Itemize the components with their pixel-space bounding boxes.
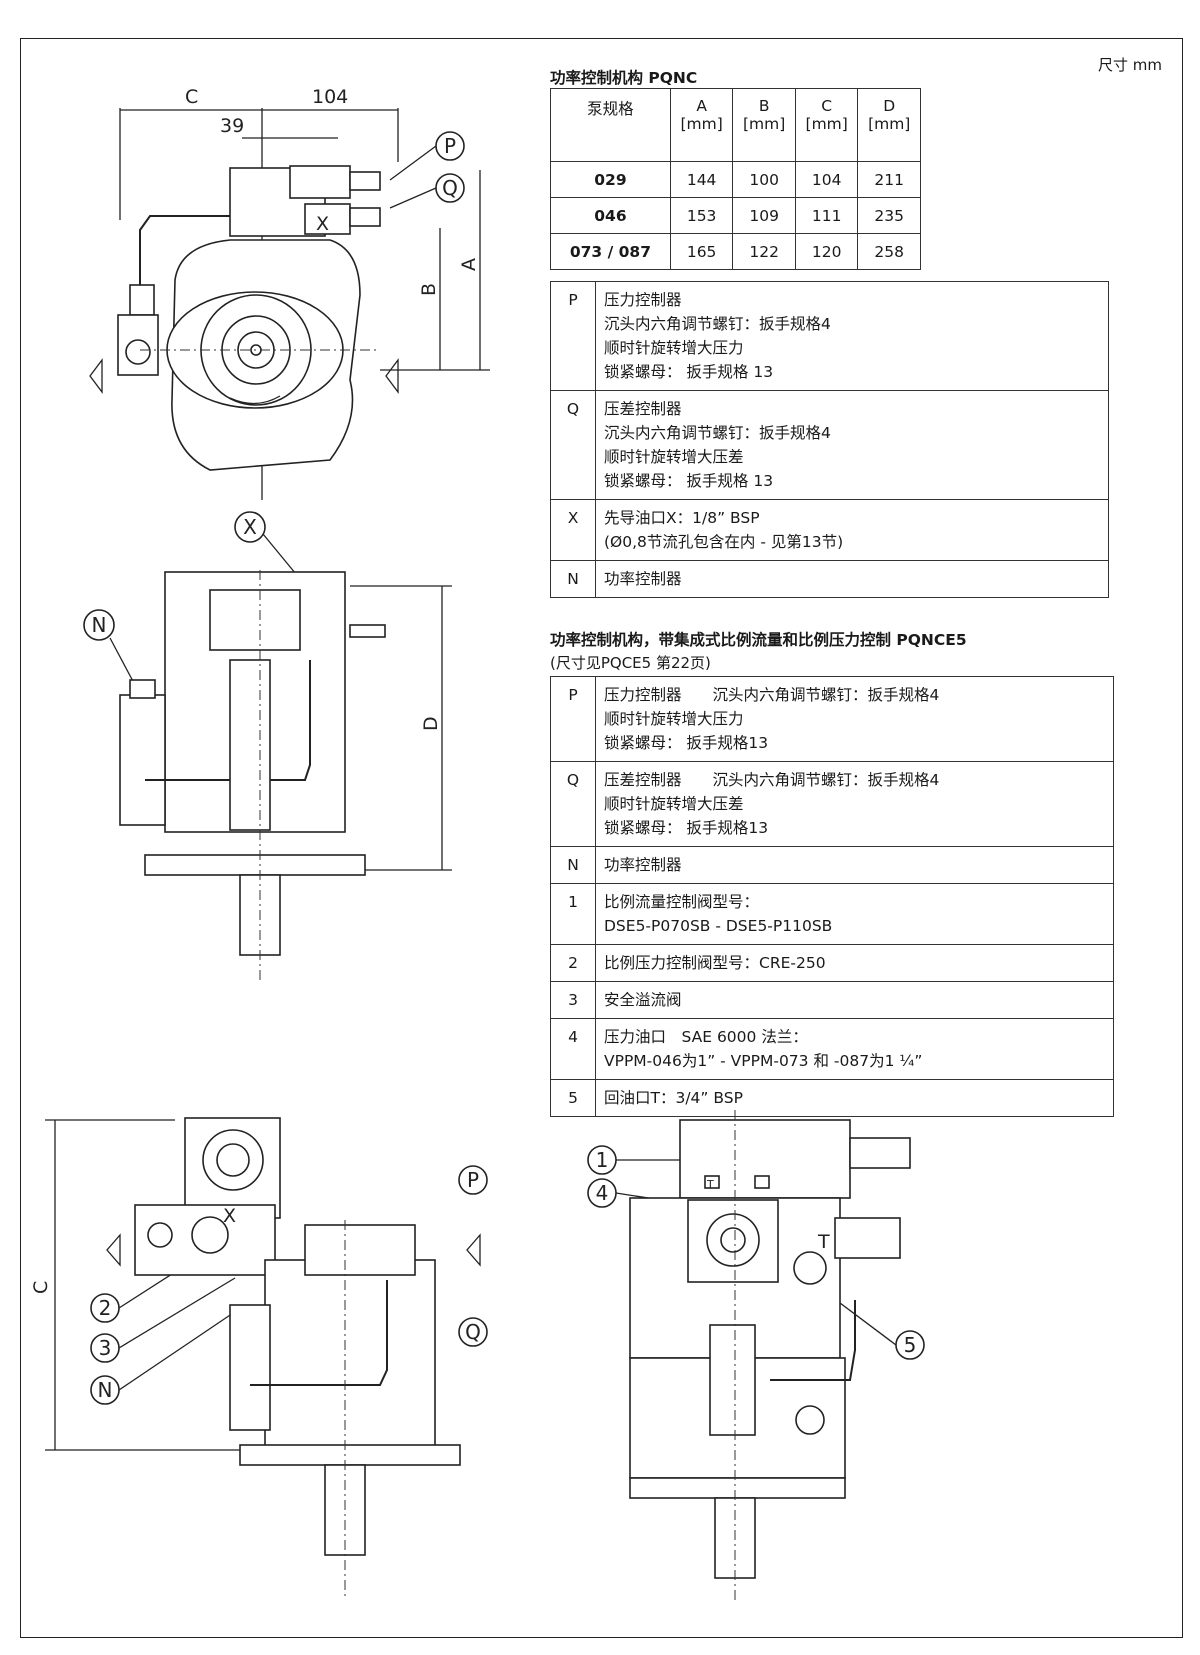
legend-key: Q — [550, 390, 596, 501]
legend-value: 安全溢流阀 — [595, 981, 1114, 1020]
callout-n-label: N — [98, 1378, 113, 1402]
legend-row: N 功率控制器 — [550, 846, 1114, 885]
legend-value: 功率控制器 — [595, 560, 1109, 599]
legend-key: 2 — [550, 944, 596, 983]
legend-key: 5 — [550, 1079, 596, 1118]
pump-side-view-drawing: X N D — [83, 511, 452, 980]
pump-top-view-drawing: C 104 39 A B P Q X — [89, 86, 490, 500]
cell-size: 029 — [550, 161, 671, 198]
legend-key: Q — [550, 761, 596, 848]
pqnce5-subtitle: (尺寸见PQCE5 第22页) — [550, 654, 711, 672]
dim-c-label: C — [30, 1281, 52, 1294]
dim-a-label: A — [458, 258, 480, 271]
callout-p-label: P — [467, 1168, 479, 1192]
cell-size: 073 / 087 — [550, 233, 671, 270]
port-q-label: Q — [442, 176, 458, 200]
legend-key: 3 — [550, 981, 596, 1020]
cell-a: 144 — [669, 161, 734, 198]
cell-d: 235 — [857, 197, 921, 234]
callout-x-label: X — [243, 515, 257, 539]
callout-n-label: N — [92, 613, 107, 637]
port-x-label: X — [316, 213, 329, 235]
legend-value: 比例流量控制阀型号：DSE5-P070SB - DSE5-P110SB — [595, 883, 1114, 946]
callout-3-label: 3 — [99, 1336, 112, 1360]
callout-q — [458, 1317, 488, 1347]
legend-key: P — [550, 675, 596, 763]
cell-b: 122 — [732, 233, 796, 270]
column-header-c: C[mm] — [794, 88, 859, 162]
legend-value: 压力油口 SAE 6000 法兰：VPPM-046为1” - VPPM-073 … — [595, 1018, 1114, 1081]
legend-row: N 功率控制器 — [550, 560, 1109, 599]
page-frame — [20, 38, 1183, 1638]
callout-4-label: 4 — [596, 1181, 609, 1205]
dim-d-label: D — [420, 716, 442, 731]
mark-t-label: T — [817, 1231, 830, 1253]
callout-2-label: 2 — [99, 1296, 112, 1320]
pqnce5-left-view-drawing: C P Q 2 3 N X — [30, 1117, 488, 1600]
table-row: 029 144 100 104 211 — [550, 161, 921, 198]
cell-d: 258 — [857, 233, 921, 270]
table-row: 046 153 109 111 235 — [550, 197, 921, 234]
legend-row: X 先导油口X：1/8” BSP(Ø0,8节流孔包含在内 - 见第13节) — [550, 499, 1109, 562]
table-row: 073 / 087 165 122 120 258 — [550, 233, 921, 270]
port-p-label: P — [444, 134, 456, 158]
pqnc-dimension-table: 泵规格 A[mm] B[mm] C[mm] D[mm] 029 144 100 … — [550, 88, 921, 270]
legend-row: 1 比例流量控制阀型号：DSE5-P070SB - DSE5-P110SB — [550, 883, 1114, 946]
legend-key: X — [550, 499, 596, 562]
dim-104-label: 104 — [312, 86, 348, 108]
legend-row: 3 安全溢流阀 — [550, 981, 1114, 1020]
pqnce5-title: 功率控制机构，带集成式比例流量和比例压力控制 PQNCE5 — [550, 631, 967, 649]
cell-a: 165 — [669, 233, 734, 270]
cell-d: 211 — [857, 161, 921, 198]
legend-value: 回油口T：3/4” BSP — [595, 1079, 1114, 1118]
port-x-label: X — [223, 1205, 236, 1227]
legend-key: 4 — [550, 1018, 596, 1081]
mark-t-block: T — [706, 1178, 714, 1191]
dim-c-label: C — [185, 86, 198, 108]
column-header-d: D[mm] — [857, 88, 921, 162]
cell-b: 100 — [732, 161, 796, 198]
legend-key: N — [550, 846, 596, 885]
cell-c: 104 — [794, 161, 859, 198]
cell-c: 120 — [794, 233, 859, 270]
column-header-size: 泵规格 — [550, 88, 671, 162]
callout-5-label: 5 — [904, 1333, 917, 1357]
callout-1-label: 1 — [596, 1148, 609, 1172]
cell-c: 111 — [794, 197, 859, 234]
cell-size: 046 — [550, 197, 671, 234]
cell-a: 153 — [669, 197, 734, 234]
legend-key: N — [550, 560, 596, 599]
callout-q-label: Q — [465, 1320, 481, 1344]
pqnc-title: 功率控制机构 PQNC — [550, 69, 698, 87]
table-header-row: 泵规格 A[mm] B[mm] C[mm] D[mm] — [550, 88, 921, 162]
legend-value: 先导油口X：1/8” BSP(Ø0,8节流孔包含在内 - 见第13节) — [595, 499, 1109, 562]
column-header-b: B[mm] — [732, 88, 796, 162]
legend-row: 4 压力油口 SAE 6000 法兰：VPPM-046为1” - VPPM-07… — [550, 1018, 1114, 1081]
legend-value: 功率控制器 — [595, 846, 1114, 885]
legend-value: 比例压力控制阀型号：CRE-250 — [595, 944, 1114, 983]
legend-row: 5 回油口T：3/4” BSP — [550, 1079, 1114, 1118]
column-header-a: A[mm] — [669, 88, 734, 162]
dim-39-label: 39 — [220, 115, 244, 137]
callout-x — [234, 511, 266, 543]
callout-n — [83, 609, 115, 641]
unit-note: 尺寸 mm — [1098, 56, 1162, 74]
cell-b: 109 — [732, 197, 796, 234]
callout-p — [458, 1165, 488, 1195]
legend-key: P — [550, 280, 596, 392]
legend-key: 1 — [550, 883, 596, 946]
dim-b-label: B — [418, 283, 440, 296]
pqnce5-right-view-drawing: 1 4 5 T T — [587, 1110, 925, 1600]
legend-row: 2 比例压力控制阀型号：CRE-250 — [550, 944, 1114, 983]
